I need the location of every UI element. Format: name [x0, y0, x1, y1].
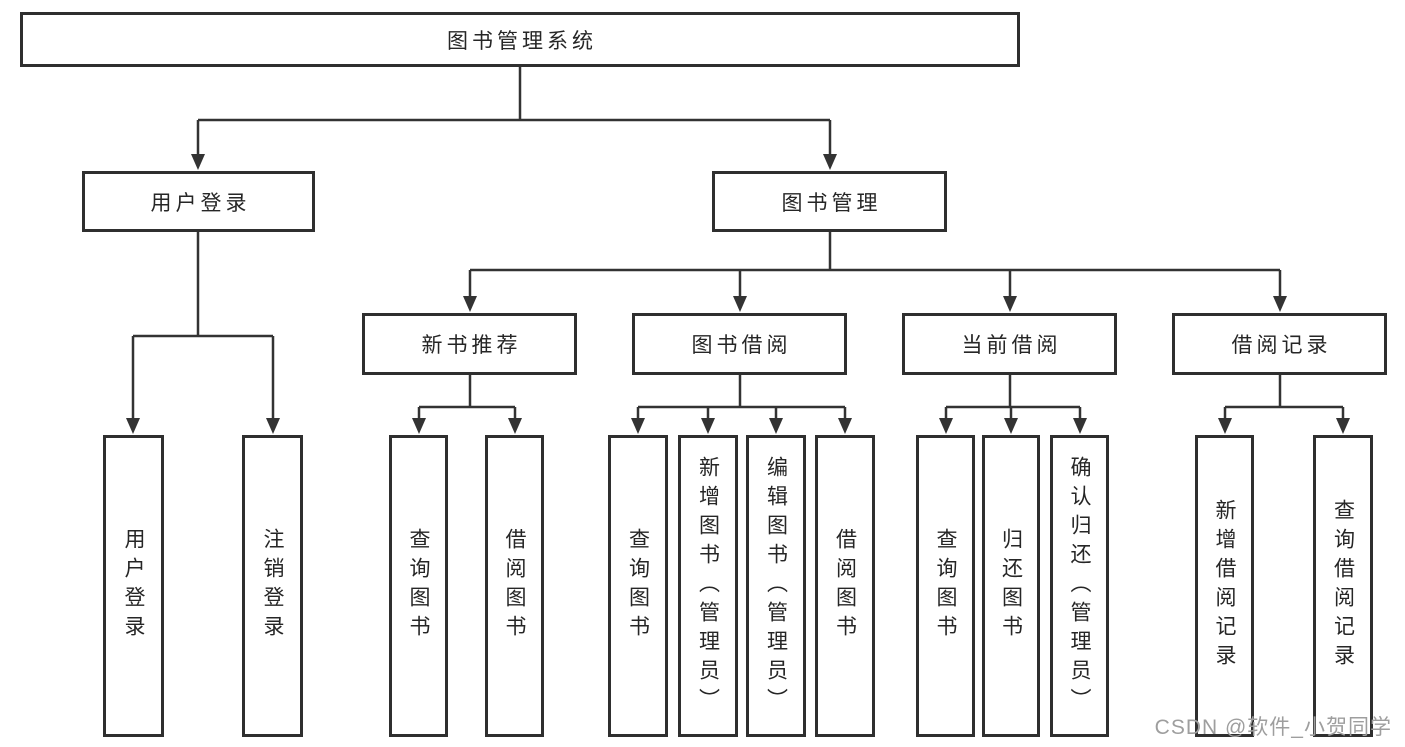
node-book-borrow: 图书借阅 — [632, 313, 847, 375]
node-borrow-records: 借阅记录 — [1172, 313, 1387, 375]
watermark: CSDN @软件_小贺同学 — [1154, 716, 1392, 739]
leaf-current-confirm-return-admin: 确认归还（管理员） — [1050, 435, 1109, 737]
leaf-recommend-borrow-books: 借阅图书 — [485, 435, 544, 737]
leaf-current-query-books: 查询图书 — [916, 435, 975, 737]
arrow-down-icon — [1073, 418, 1087, 434]
arrow-down-icon — [1003, 296, 1017, 312]
leaf-records-query-record: 查询借阅记录 — [1313, 435, 1373, 737]
node-current-borrow: 当前借阅 — [902, 313, 1117, 375]
leaf-borrow-borrow-books: 借阅图书 — [815, 435, 875, 737]
arrow-down-icon — [191, 154, 205, 170]
arrow-down-icon — [412, 418, 426, 434]
node-book-management: 图书管理 — [712, 171, 947, 232]
node-root: 图书管理系统 — [20, 12, 1020, 67]
leaf-current-return-books: 归还图书 — [982, 435, 1040, 737]
leaf-records-add-record: 新增借阅记录 — [1195, 435, 1254, 737]
arrow-down-icon — [266, 418, 280, 434]
arrow-down-icon — [838, 418, 852, 434]
arrow-down-icon — [1273, 296, 1287, 312]
arrow-down-icon — [631, 418, 645, 434]
leaf-logout: 注销登录 — [242, 435, 303, 737]
arrow-down-icon — [463, 296, 477, 312]
leaf-user-login: 用户登录 — [103, 435, 164, 737]
arrow-down-icon — [701, 418, 715, 434]
leaf-borrow-query-books: 查询图书 — [608, 435, 668, 737]
arrow-down-icon — [1218, 418, 1232, 434]
arrow-down-icon — [126, 418, 140, 434]
leaf-recommend-query-books: 查询图书 — [389, 435, 448, 737]
arrow-down-icon — [733, 296, 747, 312]
arrow-down-icon — [823, 154, 837, 170]
leaf-borrow-edit-books-admin: 编辑图书（管理员） — [746, 435, 806, 737]
arrow-down-icon — [939, 418, 953, 434]
node-user-login: 用户登录 — [82, 171, 315, 232]
node-new-book-recommend: 新书推荐 — [362, 313, 577, 375]
arrow-down-icon — [769, 418, 783, 434]
arrow-down-icon — [1004, 418, 1018, 434]
arrow-down-icon — [1336, 418, 1350, 434]
leaf-borrow-add-books-admin: 新增图书（管理员） — [678, 435, 738, 737]
arrow-down-icon — [508, 418, 522, 434]
